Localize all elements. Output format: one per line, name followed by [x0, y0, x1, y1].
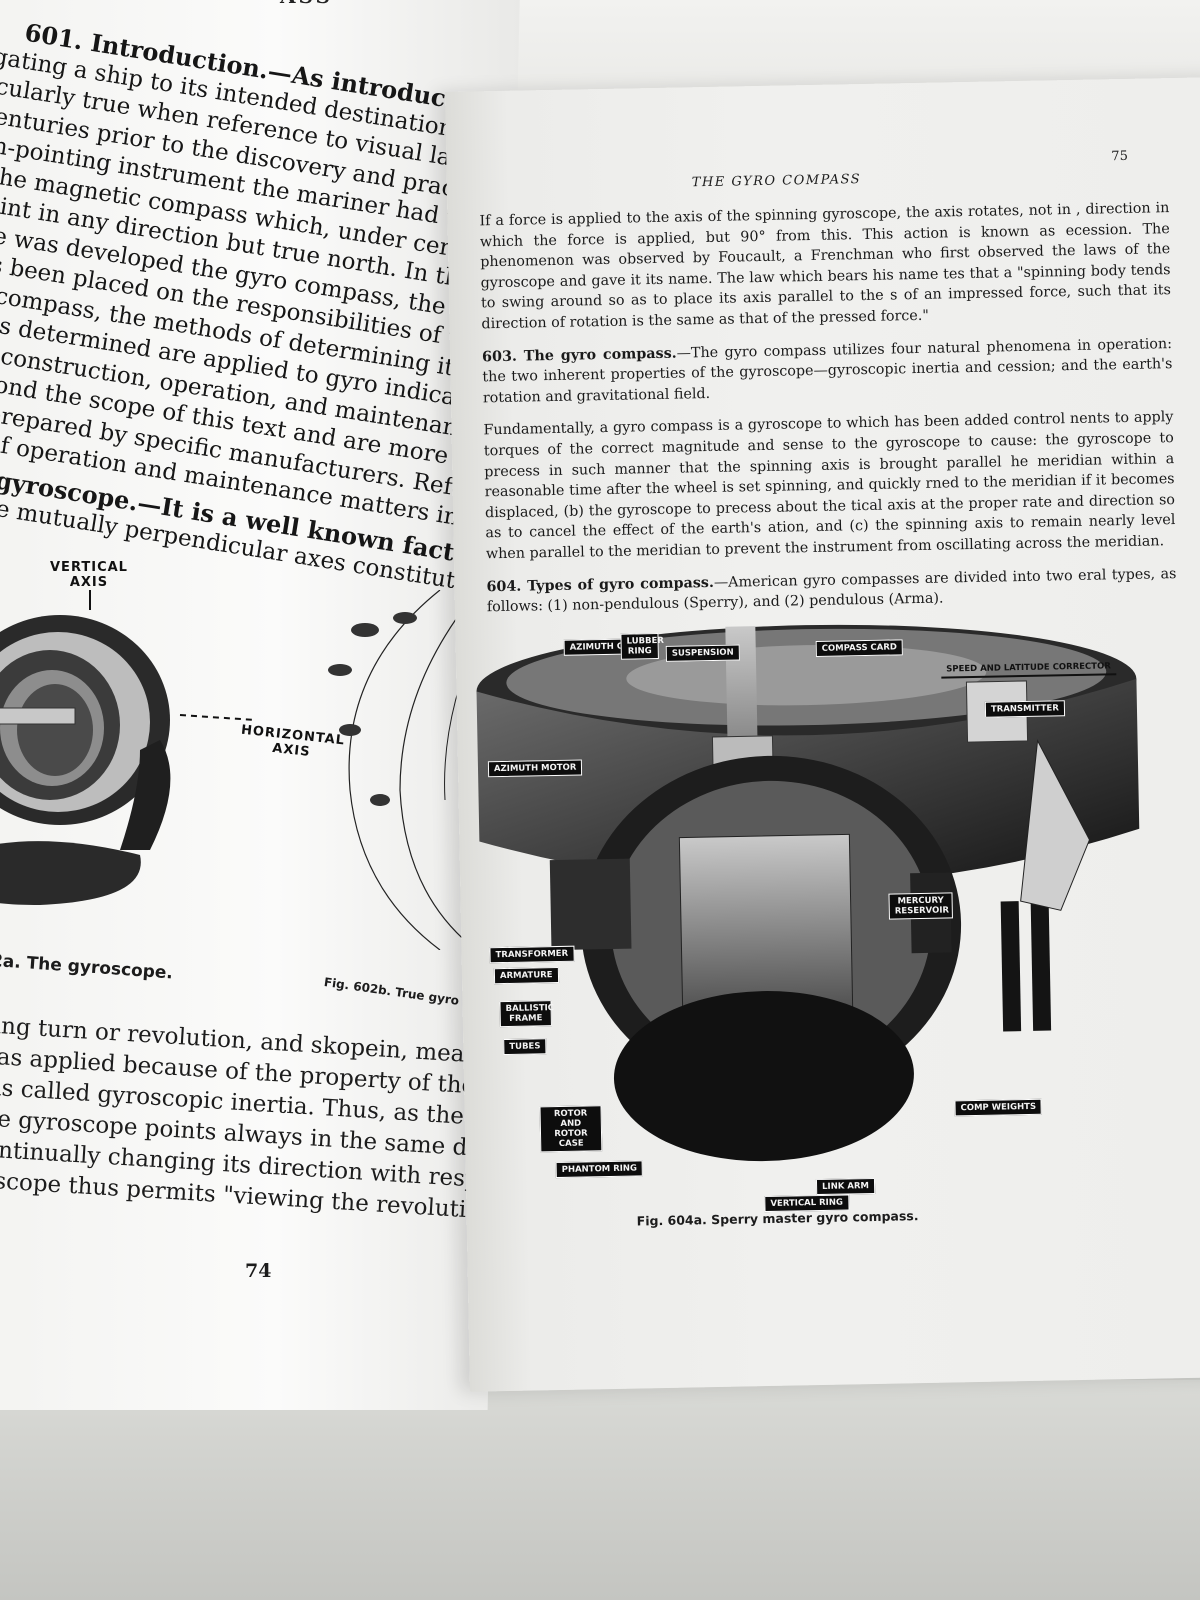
- paragraph: If a force is applied to the axis of the…: [479, 200, 1172, 333]
- callout-azimuth-motor: AZIMUTH MOTOR: [487, 759, 583, 778]
- right-page-number: 75: [1111, 148, 1129, 165]
- left-intro-text: 601. Introduction.—As introduced in chap…: [0, 10, 520, 611]
- paragraph: 603. The gyro compass.—The gyro compass …: [481, 335, 1173, 407]
- callout-ballistic-frame: BALLISTIC FRAME: [499, 1000, 554, 1028]
- right-page: 75 THE GYRO COMPASS If a force is applie…: [445, 77, 1200, 1392]
- callout-transmitter: TRANSMITTER: [984, 700, 1066, 718]
- callout-mercury-reservoir: MERCURY RESERVOIR: [888, 892, 953, 920]
- right-body-text: If a force is applied to the axis of the…: [479, 198, 1177, 630]
- left-page-number: 74: [245, 1260, 272, 1282]
- callout-transformer: TRANSFORMER: [489, 945, 575, 964]
- left-bottom-text: ning turn or revolution, and skopein, me…: [0, 1010, 520, 1226]
- vertical-axis-label: VERTICAL AXIS: [50, 560, 128, 590]
- callout-compass-card: COMPASS CARD: [815, 639, 904, 657]
- callout-phantom-ring: PHANTOM RING: [555, 1160, 644, 1179]
- callout-rotor-case: ROTOR AND ROTOR CASE: [539, 1105, 603, 1153]
- gyroscope-illustration: [0, 590, 256, 905]
- left-page: ASS 601. Introduction.—As introduced in …: [0, 0, 520, 1410]
- callout-armature: ARMATURE: [493, 966, 559, 985]
- callout-lubber-ring: LUBBER RING: [620, 633, 664, 660]
- fig-602b-caption: Fig. 602b. True gyro: [323, 975, 460, 1008]
- right-running-head: THE GYRO COMPASS: [691, 172, 862, 191]
- paragraph: Fundamentally, a gyro compass is a gyros…: [483, 409, 1176, 563]
- callout-suspension: SUSPENSION: [665, 644, 740, 662]
- sperry-gyro-compass-illustration: [476, 624, 1140, 1162]
- fig-602a-caption: 02a. The gyroscope.: [0, 950, 174, 984]
- callout-tubes: TUBES: [503, 1038, 547, 1056]
- callout-comp-weights: COMP WEIGHTS: [954, 1098, 1043, 1117]
- callout-link-arm: LINK ARM: [815, 1177, 876, 1196]
- left-running-head: ASS: [280, 0, 333, 8]
- background-bottom: [0, 1380, 1200, 1600]
- callout-speed-latitude-corrector: SPEED AND LATITUDE CORRECTOR: [941, 659, 1116, 679]
- true-gyro-illustration: [328, 590, 490, 950]
